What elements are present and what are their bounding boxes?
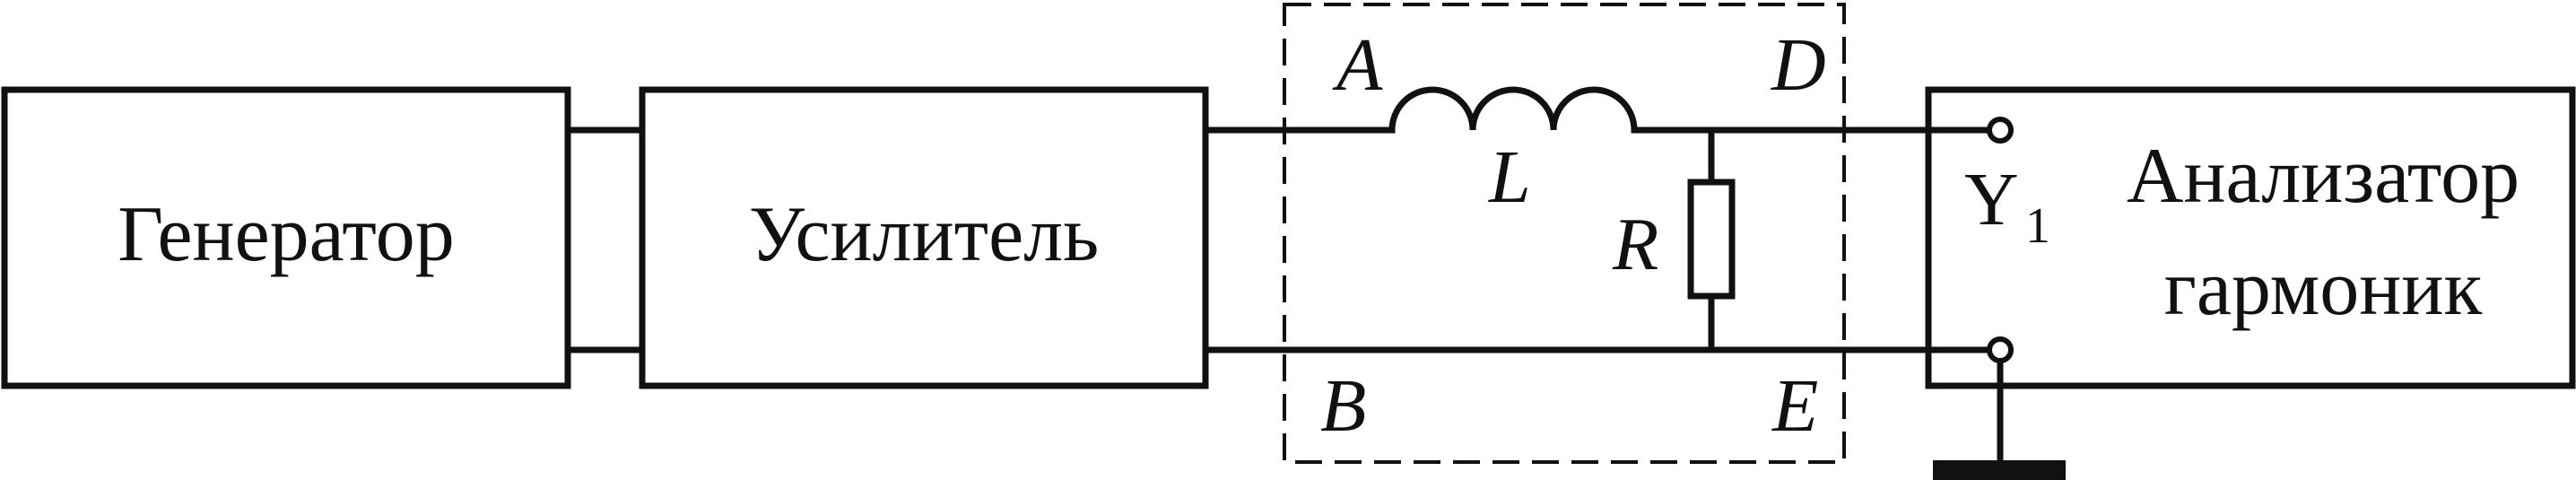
resistor-label: R (1612, 203, 1658, 286)
terminal-top (1987, 117, 2014, 144)
terminal-E-label: E (1771, 364, 1818, 448)
analyzer-label-line2: гармоник (2164, 245, 2483, 332)
analyzer-label-line1: Анализатор (2127, 133, 2519, 220)
inductor-label: L (1488, 135, 1531, 219)
input-symbol: Y (1964, 158, 2019, 241)
terminal-D-label: D (1771, 23, 1826, 107)
amplifier-label: Усилитель (749, 191, 1099, 278)
analyzer-block (1925, 86, 2576, 389)
amplifier-block (639, 86, 1209, 389)
generator-label: Генератор (117, 191, 454, 278)
terminal-B-label: B (1320, 364, 1366, 448)
terminal-bottom (1987, 336, 2014, 363)
generator-block (1, 86, 571, 389)
input-subscript: 1 (2025, 198, 2050, 254)
ground-bar (1933, 460, 2066, 480)
dashed-network-box (1283, 3, 1846, 464)
terminal-A-label: A (1332, 23, 1383, 107)
inductor-coil (1388, 86, 1638, 134)
resistor-body (1687, 179, 1736, 300)
